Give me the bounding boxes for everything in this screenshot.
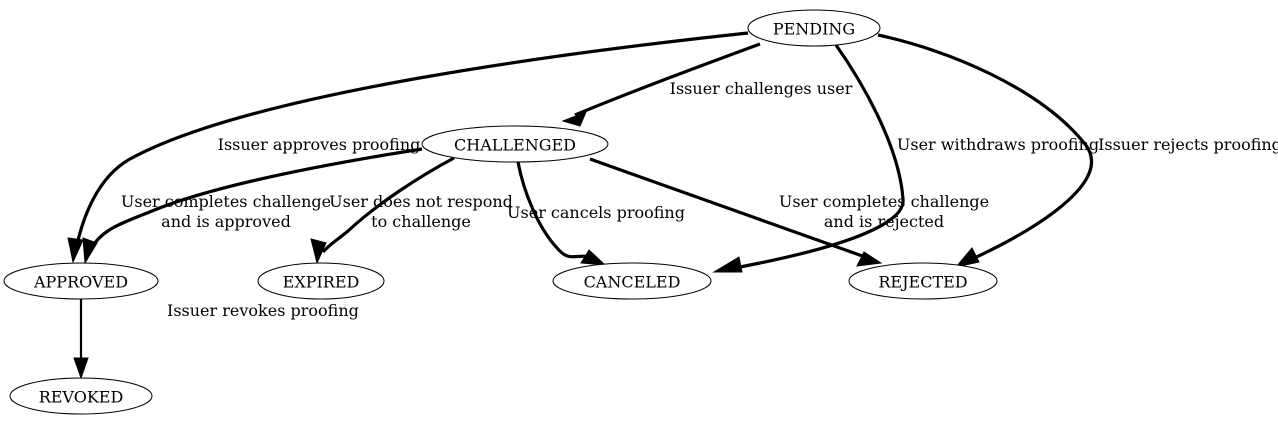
arrowhead-icon bbox=[954, 247, 980, 268]
edge-challenged-to-rejected[interactable] bbox=[589, 157, 883, 267]
node-canceled[interactable]: CANCELED bbox=[552, 262, 712, 300]
edge-pending-to-canceled[interactable] bbox=[712, 44, 905, 273]
edge-label-challenged-approved-line2: and is approved bbox=[161, 212, 291, 231]
arrowhead-icon bbox=[73, 357, 89, 380]
node-label: CANCELED bbox=[584, 273, 681, 292]
edge-pending-to-challenged[interactable] bbox=[561, 42, 761, 127]
node-shape bbox=[848, 262, 998, 300]
edge-label-challenged-expired-line2: to challenge bbox=[371, 212, 471, 231]
node-label: CHALLENGED bbox=[454, 136, 576, 155]
edges-layer bbox=[67, 31, 1094, 380]
node-label: APPROVED bbox=[33, 273, 128, 292]
edge-approved-to-revoked[interactable] bbox=[73, 299, 89, 380]
node-shape bbox=[552, 262, 712, 300]
edge-label-challenged-rejected-line2: and is rejected bbox=[824, 212, 944, 231]
edge-pending-to-rejected[interactable] bbox=[877, 33, 1094, 268]
edge-label-pending-rejected: Issuer rejects proofing bbox=[1098, 135, 1278, 154]
node-revoked[interactable]: REVOKED bbox=[9, 377, 153, 415]
node-shape bbox=[3, 262, 159, 300]
edge-path-tail bbox=[729, 261, 761, 271]
edge-labels-layer: Issuer challenges user Issuer approves p… bbox=[121, 79, 1278, 320]
arrowhead-icon bbox=[310, 238, 327, 265]
edge-pending-to-approved[interactable] bbox=[67, 31, 749, 264]
edge-label-challenged-approved-line1: User completes challenge bbox=[121, 192, 331, 211]
arrowhead-icon bbox=[82, 237, 98, 265]
node-expired[interactable]: EXPIRED bbox=[257, 262, 385, 300]
edge-label-challenged-rejected-line1: User completes challenge bbox=[779, 192, 989, 211]
node-challenged[interactable]: CHALLENGED bbox=[421, 125, 609, 163]
node-label: EXPIRED bbox=[283, 273, 360, 292]
node-label: REVOKED bbox=[39, 388, 124, 407]
node-shape bbox=[747, 9, 881, 47]
edge-path bbox=[574, 42, 761, 117]
edge-label-approved-revoked: Issuer revokes proofing bbox=[167, 301, 359, 320]
edge-challenged-to-expired[interactable] bbox=[310, 156, 455, 265]
edge-path bbox=[74, 31, 749, 250]
arrowhead-icon bbox=[580, 249, 607, 266]
node-label: PENDING bbox=[773, 20, 855, 39]
edge-label-pending-challenged: Issuer challenges user bbox=[670, 79, 853, 98]
edge-path bbox=[516, 161, 594, 260]
edge-challenged-to-canceled[interactable] bbox=[516, 161, 607, 266]
node-shape bbox=[421, 125, 609, 163]
node-rejected[interactable]: REJECTED bbox=[848, 262, 998, 300]
node-label: REJECTED bbox=[878, 273, 967, 292]
node-pending[interactable]: PENDING bbox=[747, 9, 881, 47]
node-shape bbox=[257, 262, 385, 300]
nodes-layer: PENDING CHALLENGED APPROVED EXPIRED CANC… bbox=[3, 9, 998, 415]
arrowhead-icon bbox=[561, 111, 587, 127]
arrowhead-icon bbox=[67, 237, 84, 264]
edge-path bbox=[589, 157, 869, 260]
edge-label-pending-canceled: User withdraws proofing bbox=[897, 135, 1099, 154]
node-approved[interactable]: APPROVED bbox=[3, 262, 159, 300]
edge-label-challenged-canceled: User cancels proofing bbox=[507, 203, 685, 222]
arrowhead-icon bbox=[856, 251, 883, 267]
edge-label-pending-approved: Issuer approves proofing bbox=[218, 135, 421, 154]
edge-label-challenged-expired-line1: User does not respond bbox=[329, 192, 513, 211]
edge-path bbox=[88, 147, 423, 251]
edge-path bbox=[877, 33, 1094, 263]
edge-challenged-to-approved[interactable] bbox=[82, 147, 423, 265]
edge-path bbox=[759, 44, 905, 265]
arrowhead-icon bbox=[712, 256, 743, 273]
node-shape bbox=[9, 377, 153, 415]
edge-path bbox=[321, 156, 455, 254]
